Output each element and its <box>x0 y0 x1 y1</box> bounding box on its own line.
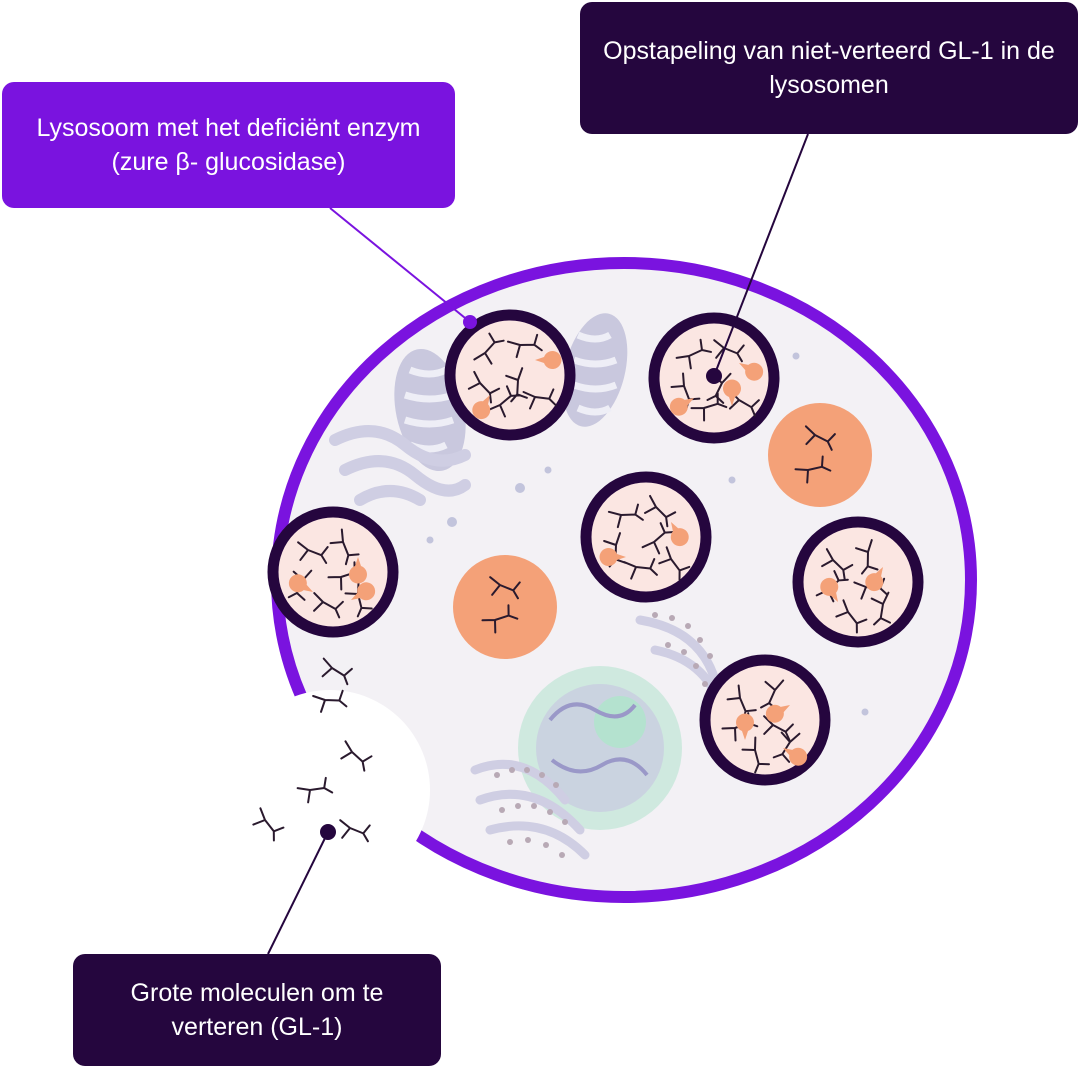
callout-line-molecules <box>267 831 329 955</box>
mitochondrion-icon <box>562 313 628 427</box>
enzyme-icon <box>670 522 689 547</box>
enzyme-icon <box>351 582 376 601</box>
callout-dot-molecules <box>320 824 336 840</box>
enzyme-icon <box>349 557 367 584</box>
defective-lysosomes <box>267 309 924 786</box>
callout-label-large-molecules: Grote moleculen om te verteren (GL-1) <box>73 954 441 1066</box>
enzyme-icon <box>723 379 741 406</box>
defective-lysosome-icon <box>444 309 576 441</box>
enzyme-icon <box>736 713 754 740</box>
callout-lines <box>267 133 809 955</box>
defective-lysosome-icon <box>267 506 399 638</box>
enzyme-icon <box>669 397 694 416</box>
enzyme-icon <box>288 574 313 593</box>
enzyme-icon <box>739 362 764 381</box>
callout-label-deficient-lysosome: Lysosoom met het deficiënt enzym (zure β… <box>2 82 455 208</box>
callout-label-gl1-accumulation: Opstapeling van niet-verteerd GL-1 in de… <box>580 2 1078 134</box>
enzyme-icon <box>865 567 884 592</box>
normal-lysosome-icon <box>768 403 872 507</box>
callout-dot-lysosome <box>463 315 477 329</box>
enzyme-icon <box>599 548 626 566</box>
defective-lysosome-icon <box>792 516 924 648</box>
ribosome-dots <box>494 612 713 858</box>
defective-lysosome-icon <box>580 471 712 603</box>
callout-dot-accumulation <box>706 368 722 384</box>
enzyme-icon <box>765 704 790 723</box>
callout-line-lysosome <box>329 207 471 323</box>
organelles <box>329 313 869 860</box>
endoplasmic-reticulum-icon <box>329 425 471 506</box>
defective-lysosome-icon <box>699 654 831 786</box>
callout-line-accumulation <box>713 133 809 377</box>
enzyme-icon <box>783 747 808 766</box>
enzyme-icon <box>820 577 839 602</box>
normal-lysosome-icon <box>453 555 557 659</box>
enzyme-icon <box>472 395 491 420</box>
extracellular-region <box>230 690 430 890</box>
enzyme-icon <box>535 351 562 369</box>
